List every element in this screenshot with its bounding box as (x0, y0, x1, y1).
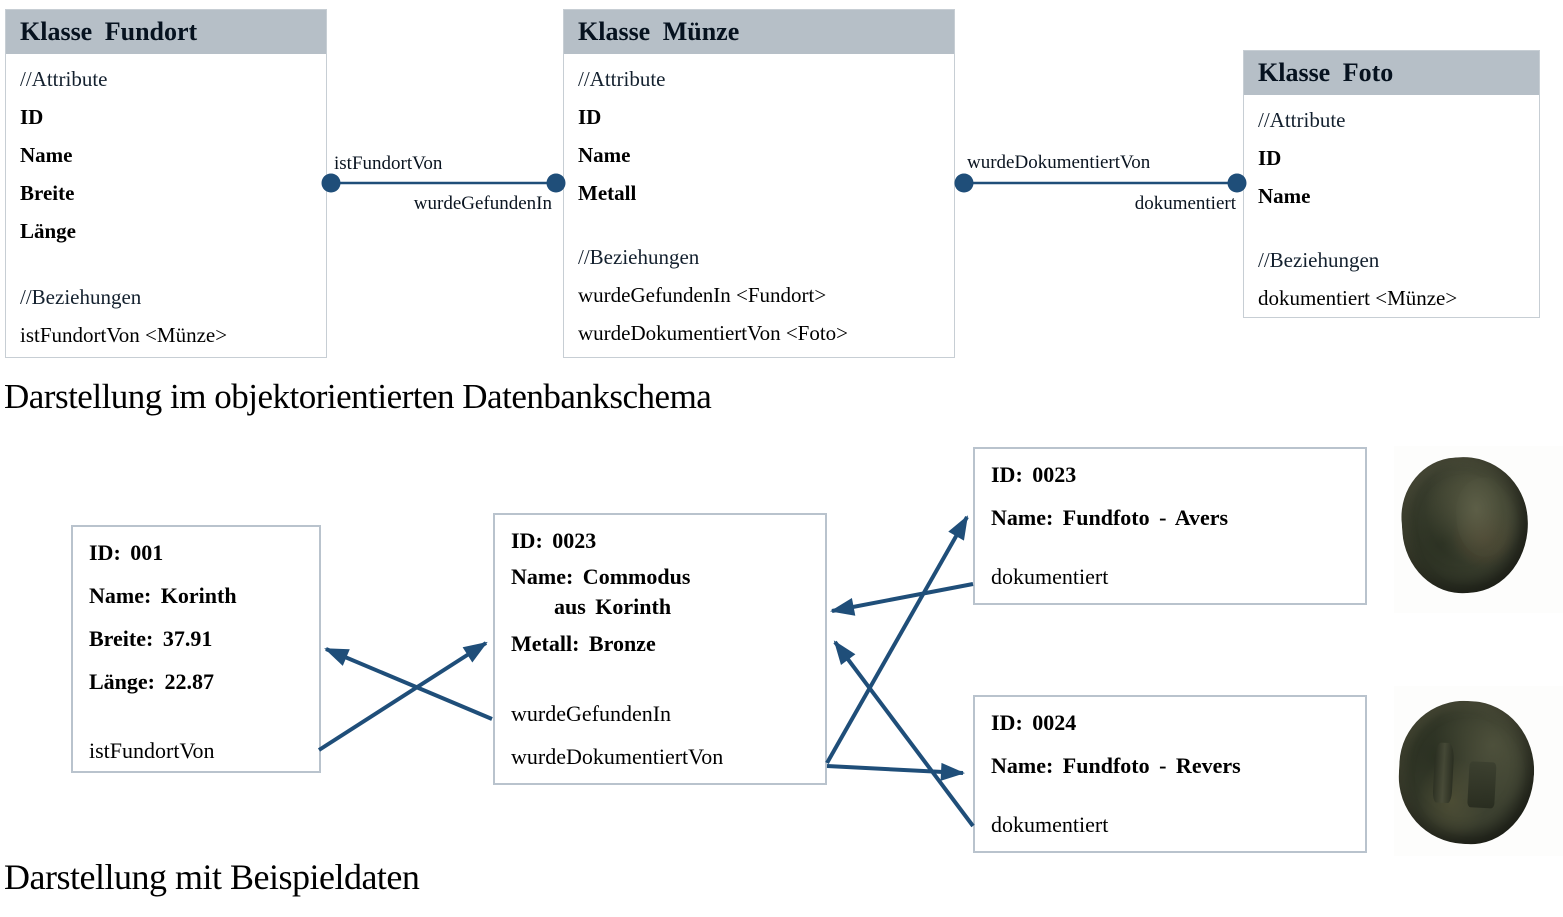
class-title-muenze: Klasse Münze (564, 10, 954, 54)
instance-relation-dokumentiert: dokumentiert (991, 564, 1109, 589)
relations-comment: //Beziehungen (1258, 248, 1380, 272)
spacer (578, 212, 940, 238)
attribute-laenge: Länge (20, 219, 77, 243)
class-title-fundort: Klasse Fundort (6, 10, 326, 54)
instance-id: ID: 0023 (511, 528, 597, 553)
instance-name: Name: Fundfoto - Revers (991, 753, 1241, 778)
instance-laenge: Länge: 22.87 (89, 669, 214, 694)
connector1-label-bottom: wurdeGefundenIn (413, 193, 552, 214)
attribute-name: Name (578, 143, 631, 167)
relation-dokumentiert: dokumentiert <Münze> (1258, 286, 1458, 310)
attribute-id: ID (1258, 146, 1282, 170)
spacer (991, 539, 1349, 555)
arrow-wurdedokumentiertvon-to-foto0024 (826, 762, 965, 781)
spacer (20, 250, 312, 278)
attributes-comment: //Attribute (1258, 108, 1346, 132)
instance-box-foto-0023: ID: 0023 Name: Fundfoto - Avers dokument… (973, 447, 1367, 605)
instance-id: ID: 001 (89, 540, 164, 565)
attribute-breite: Breite (20, 181, 75, 205)
attribute-metall: Metall (578, 181, 637, 205)
instance-id: ID: 0024 (991, 710, 1077, 735)
attribute-name: Name (20, 143, 73, 167)
spacer (1258, 215, 1525, 241)
attribute-id: ID (20, 105, 44, 129)
instance-box-muenze-0023: ID: 0023 Name: Commodus aus Korinth Meta… (493, 513, 827, 785)
class-body-fundort: //Attribute ID Name Breite Länge //Bezie… (6, 54, 326, 354)
instance-relation-istfundortvon: istFundortVon (89, 738, 215, 763)
relations-comment: //Beziehungen (578, 245, 700, 269)
examples-section-title: Darstellung mit Beispieldaten (4, 857, 420, 897)
schema-section-title: Darstellung im objektorientierten Datenb… (4, 377, 712, 416)
relation-wurdegefundenin: wurdeGefundenIn <Fundort> (578, 283, 827, 307)
connector-dot (954, 173, 974, 193)
class-body-foto: //Attribute ID Name //Beziehungen dokume… (1244, 95, 1539, 317)
instance-breite: Breite: 37.91 (89, 626, 213, 651)
instance-relation-dokumentiert: dokumentiert (991, 812, 1109, 837)
arrow-wurdegefundenin-to-fundort (324, 647, 493, 721)
instance-name-line1: Name: Commodus (511, 564, 691, 589)
spacer (511, 665, 809, 692)
spacer (991, 787, 1349, 803)
attribute-id: ID (578, 105, 602, 129)
instance-box-fundort-001: ID: 001 Name: Korinth Breite: 37.91 Läng… (71, 525, 321, 773)
instance-relation-wurdegefundenin: wurdeGefundenIn (511, 701, 672, 726)
class-box-foto: Klasse Foto //Attribute ID Name //Bezieh… (1243, 50, 1540, 318)
coin-avers-portrait (1454, 475, 1510, 559)
relations-comment: //Beziehungen (20, 285, 142, 309)
instance-id: ID: 0023 (991, 462, 1077, 487)
class-box-fundort: Klasse Fundort //Attribute ID Name Breit… (5, 9, 327, 358)
class-body-muenze: //Attribute ID Name Metall //Beziehungen… (564, 54, 954, 352)
coin-revers-figure-right (1467, 761, 1497, 809)
relation-istfundortvon: istFundortVon <Münze> (20, 323, 228, 347)
arrow-dokumentiert0024-to-muenze (833, 640, 975, 828)
instance-name-line2: aus Korinth (554, 594, 672, 619)
instance-box-foto-0024: ID: 0024 Name: Fundfoto - Revers dokumen… (973, 695, 1367, 853)
relation-wurdedokumentiertvon: wurdeDokumentiertVon <Foto> (578, 321, 849, 345)
connector1-label-top: istFundortVon (334, 153, 443, 174)
arrow-istfundortvon-to-muenze (317, 641, 488, 752)
attribute-name: Name (1258, 184, 1311, 208)
spacer (89, 703, 303, 729)
instance-metall: Metall: Bronze (511, 631, 656, 656)
attributes-comment: //Attribute (578, 67, 666, 91)
instance-name: Name: Korinth (89, 583, 237, 608)
attributes-comment: //Attribute (20, 67, 108, 91)
arrow-dokumentiert0023-to-muenze (830, 582, 974, 616)
instance-name: Name: Fundfoto - Avers (991, 505, 1229, 530)
class-title-foto: Klasse Foto (1244, 51, 1539, 95)
class-box-muenze: Klasse Münze //Attribute ID Name Metall … (563, 9, 955, 358)
instance-relation-wurdedokumentiertvon: wurdeDokumentiertVon (511, 744, 724, 769)
connector2-label-top: wurdeDokumentiertVon (967, 152, 1151, 173)
arrow-wurdedokumentiertvon-to-foto0023 (825, 515, 969, 764)
coin-revers-figure-left (1432, 742, 1455, 804)
connector2-label-bottom: dokumentiert (1134, 193, 1236, 214)
